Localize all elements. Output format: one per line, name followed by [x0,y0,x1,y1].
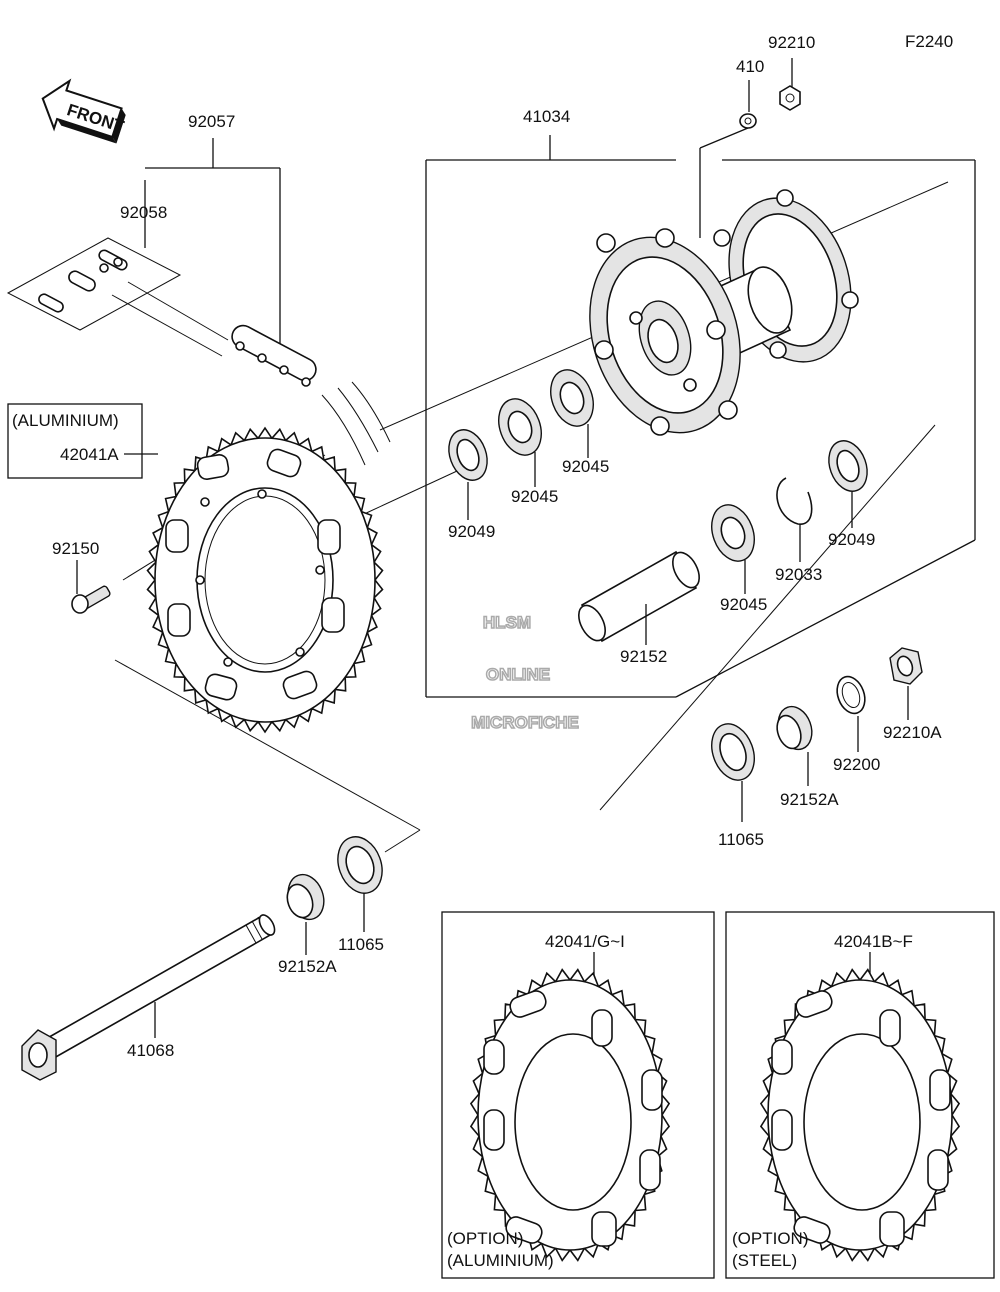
label-92152: 92152 [620,647,667,666]
label-92045-b: 92045 [562,457,609,476]
watermark-line1: HLSM [483,613,531,632]
label-92045-c: 92045 [720,595,767,614]
label-92033: 92033 [775,565,822,584]
seal-92049-left [448,429,488,481]
collar-92152A-right [776,705,813,751]
spacer-92152 [578,550,700,643]
option-box-steel: 42041B~F (OPTION) (STEEL) [725,911,995,1279]
option-note-aluminium-2: (ALUMINIUM) [447,1251,554,1270]
label-92150: 92150 [52,539,99,558]
rear-hub [589,189,859,436]
option-note-steel-2: (STEEL) [732,1251,797,1270]
label-11065-right: 11065 [718,830,764,849]
label-42041A: 42041A [60,445,119,464]
master-link [38,249,128,313]
label-92049-right: 92049 [828,530,875,549]
figure-code: F2240 [905,32,953,51]
washer-410 [739,113,757,129]
label-92210A: 92210A [883,723,942,742]
seal-11065-left [337,836,383,894]
bearing-92045-c [711,504,755,562]
bolt-92150 [71,585,111,614]
washer-92200 [836,675,866,715]
label-92152A-left: 92152A [278,957,337,976]
label-92210: 92210 [768,33,815,52]
nut-92210A [889,647,923,685]
label-92045-a: 92045 [511,487,558,506]
option-box-aluminium: 42041/G~I (OPTION) (ALUMINIUM) [441,911,715,1279]
front-arrow-icon: FRONT [41,78,127,144]
watermark-line3: MICROFICHE [471,713,579,732]
label-92057: 92057 [188,112,235,131]
collar-92152A-left [286,873,325,921]
option-note-aluminium-1: (OPTION) [447,1229,524,1248]
axle-41068 [21,914,276,1081]
label-92049-left: 92049 [448,522,495,541]
label-92200: 92200 [833,755,880,774]
circlip-92033 [776,477,813,525]
drive-chain [6,138,391,466]
aluminium-note: (ALUMINIUM) [12,411,119,430]
option-part-steel: 42041B~F [834,932,913,951]
watermark: HLSM ONLINE MICROFICHE [470,612,579,733]
label-11065-left: 11065 [338,935,384,954]
aluminium-note-box [7,403,143,479]
rear-sprocket-42041A [146,426,384,734]
hub-assembly-frame [425,135,976,698]
seal-92049-right [828,440,868,492]
seal-11065-right [711,723,755,781]
label-41034: 41034 [523,107,570,126]
chain-links [231,324,317,387]
label-410: 410 [736,57,764,76]
label-92058: 92058 [120,203,167,222]
nut-92210 [779,85,801,111]
option-part-aluminium: 42041/G~I [545,932,625,951]
watermark-line2: ONLINE [486,665,550,684]
option-note-steel-1: (OPTION) [732,1229,809,1248]
bearing-92045-b [550,369,594,427]
label-92152A-right: 92152A [780,790,839,809]
label-41068: 41068 [127,1041,174,1060]
bearing-92045-a [498,398,542,456]
